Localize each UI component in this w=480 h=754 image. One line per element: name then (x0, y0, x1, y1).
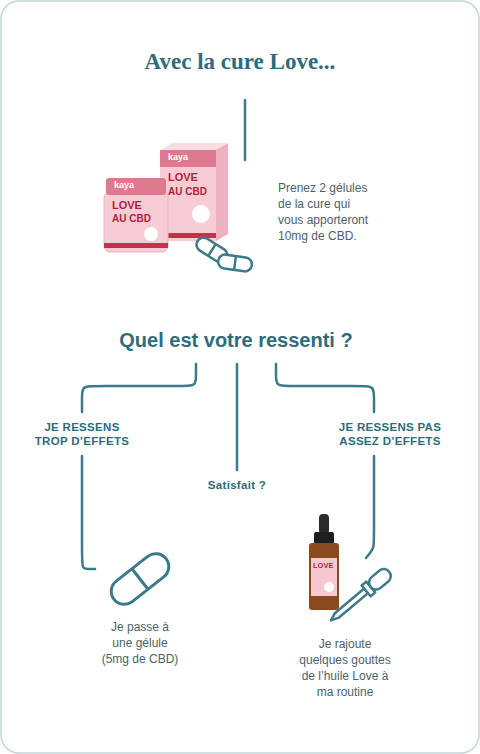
product-box (160, 143, 228, 241)
dropper-shape (326, 566, 393, 626)
pill-shape (106, 548, 174, 609)
branch-label: Satisfait ? (202, 470, 272, 500)
branch-label: JE RESSENS TROP D’EFFETS (25, 412, 139, 456)
step-text: Prenez 2 gélules de la cure qui vous app… (276, 176, 379, 248)
branch-label: JE RESSENS PAS ASSEZ D’EFFETS (331, 412, 449, 456)
result-node: Je passe à une gélule (5mg de CBD) (95, 545, 185, 671)
product-jar (104, 178, 168, 252)
capsule-split (234, 256, 236, 270)
pill-icon (95, 545, 185, 619)
leader-line (244, 100, 247, 160)
node-text: Quel est votre ressenti ? (119, 328, 352, 352)
result-node: Je rajoute quelques gouttes de l’huile L… (290, 558, 400, 704)
bottle-body (309, 543, 339, 610)
box-top (160, 143, 228, 150)
product-text: AU CBD (168, 186, 207, 197)
capsule (217, 254, 253, 273)
product-text: kaya (114, 181, 134, 191)
oil-bottle (309, 514, 339, 610)
capsule-body (217, 254, 253, 273)
dropper-bulb (366, 566, 393, 592)
question-node: Quel est votre ressenti ? (111, 324, 360, 364)
pill-icon (194, 235, 253, 272)
bottle-motif (324, 582, 334, 592)
node-text: JE RESSENS TROP D’EFFETS (29, 420, 135, 448)
box-band (160, 150, 216, 167)
product-text: AU CBD (112, 213, 151, 224)
node-text: Je passe à une gélule (5mg de CBD) (101, 619, 180, 667)
jar-stripe (104, 243, 168, 248)
connector-line (236, 364, 239, 470)
connector-line (82, 364, 196, 412)
product-text: LOVE (313, 562, 333, 570)
product-text: kaya (168, 153, 188, 163)
node-text: Prenez 2 gélules de la cure qui vous app… (278, 180, 377, 244)
capsule-body (106, 548, 174, 609)
jar-lid (106, 178, 166, 195)
box-side (216, 143, 228, 241)
product-text: LOVE (112, 199, 142, 211)
connector-line (276, 364, 374, 412)
dropper-tube (329, 589, 368, 623)
jar-motif (144, 227, 158, 241)
node-text: Je rajoute quelques gouttes de l’huile L… (295, 636, 395, 700)
node-text: Satisfait ? (208, 478, 266, 492)
node-text: JE RESSENS PAS ASSEZ D’EFFETS (335, 420, 445, 448)
product-text: LOVE (168, 171, 198, 183)
diagram-title: Avec la cure Love... (0, 48, 480, 76)
bottle-label (311, 558, 337, 596)
box-motif (192, 205, 210, 223)
capsule-split (208, 244, 215, 256)
bottle-pipette (319, 514, 329, 534)
connector-line (82, 456, 95, 569)
bottle-cap (314, 532, 334, 544)
capsule-split (132, 569, 148, 589)
dropper-icon (290, 558, 400, 636)
connector-line (366, 456, 374, 558)
jar-body (104, 192, 168, 252)
